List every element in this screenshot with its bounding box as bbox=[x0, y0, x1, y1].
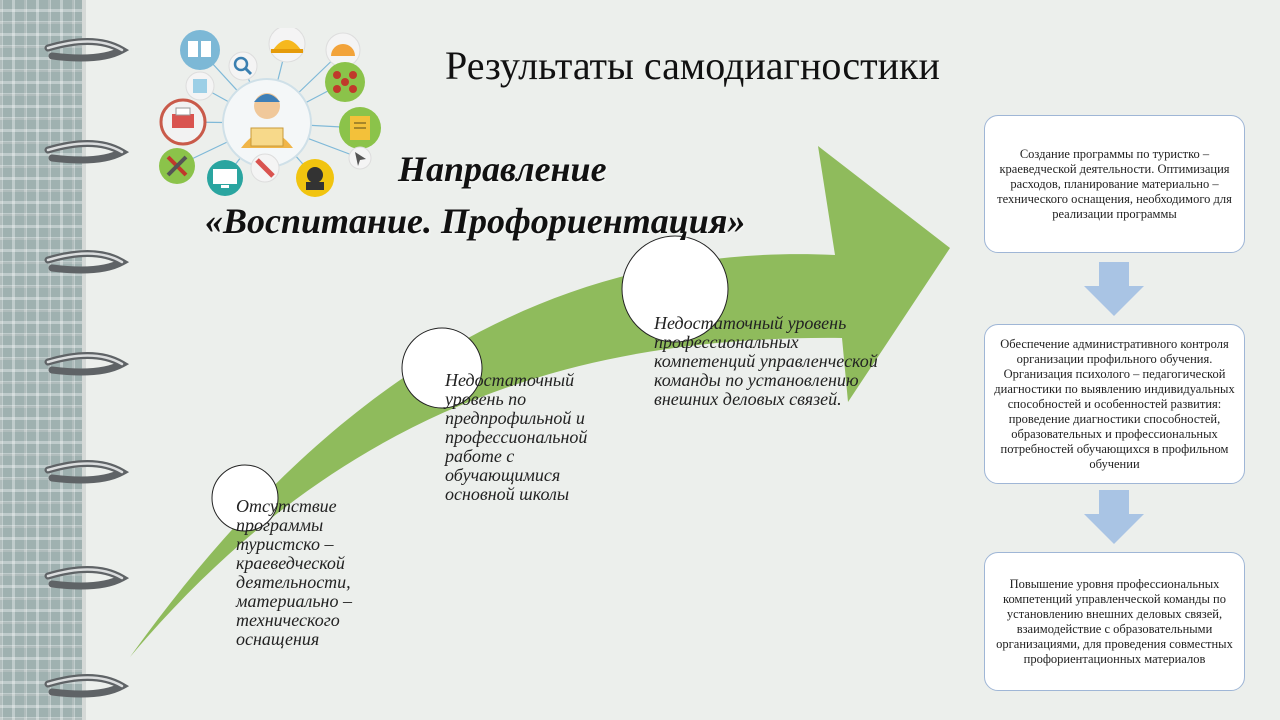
slide-subtitle-line2: «Воспитание. Профориентация» bbox=[205, 201, 746, 241]
monitor-icon bbox=[207, 160, 243, 196]
stage-circle-2 bbox=[401, 327, 483, 409]
stage-text-2: Недостаточный уровень по предпрофильной … bbox=[445, 370, 588, 504]
down-arrow-icon bbox=[1084, 262, 1144, 316]
pen-icon bbox=[250, 153, 280, 183]
binder-strip-edge bbox=[82, 0, 86, 720]
protractor-icon bbox=[325, 32, 361, 68]
career-illustration bbox=[159, 28, 381, 197]
result-box-1: Создание программы по туристко – краевед… bbox=[984, 115, 1245, 253]
binder-ring bbox=[44, 351, 130, 376]
books-icon bbox=[180, 30, 220, 70]
result-text-2: Обеспечение административного контроля о… bbox=[994, 336, 1235, 471]
printer-icon bbox=[159, 98, 207, 146]
chef-icon bbox=[296, 159, 334, 197]
binder-ring bbox=[44, 249, 130, 274]
slide-title: Результаты самодиагностики bbox=[445, 43, 940, 88]
people-network-icon bbox=[325, 62, 365, 102]
binder-ring bbox=[44, 459, 130, 484]
binder-ring bbox=[44, 673, 130, 698]
hard-hat-icon bbox=[268, 28, 306, 63]
down-arrow-icon bbox=[1084, 490, 1144, 544]
result-box-2: Обеспечение административного контроля о… bbox=[984, 324, 1245, 484]
stage-text-3: Недостаточный уровень профессиональных к… bbox=[654, 313, 878, 409]
stage-circle-3 bbox=[621, 235, 729, 343]
notebook-icon bbox=[185, 71, 215, 101]
worker-icon bbox=[241, 93, 293, 148]
tools-icon bbox=[159, 148, 195, 184]
binder-rings bbox=[44, 37, 130, 698]
growth-arrow bbox=[130, 146, 950, 657]
cursor-icon bbox=[348, 146, 372, 170]
magnifier-icon bbox=[228, 51, 258, 81]
slide-subtitle-line1: Направление bbox=[398, 149, 607, 189]
binder-ring bbox=[44, 37, 130, 62]
result-text-1: Создание программы по туристко – краевед… bbox=[997, 146, 1232, 221]
notebook-icon bbox=[339, 107, 381, 149]
stage-circle-1 bbox=[211, 464, 279, 532]
stage-text-1: Отсутствие программы туристско – краевед… bbox=[236, 496, 352, 649]
result-box-3: Повышение уровня профессиональных компет… bbox=[984, 552, 1245, 691]
binder-ring bbox=[44, 139, 130, 164]
binder-ring bbox=[44, 565, 130, 590]
result-text-3: Повышение уровня профессиональных компет… bbox=[996, 576, 1233, 666]
